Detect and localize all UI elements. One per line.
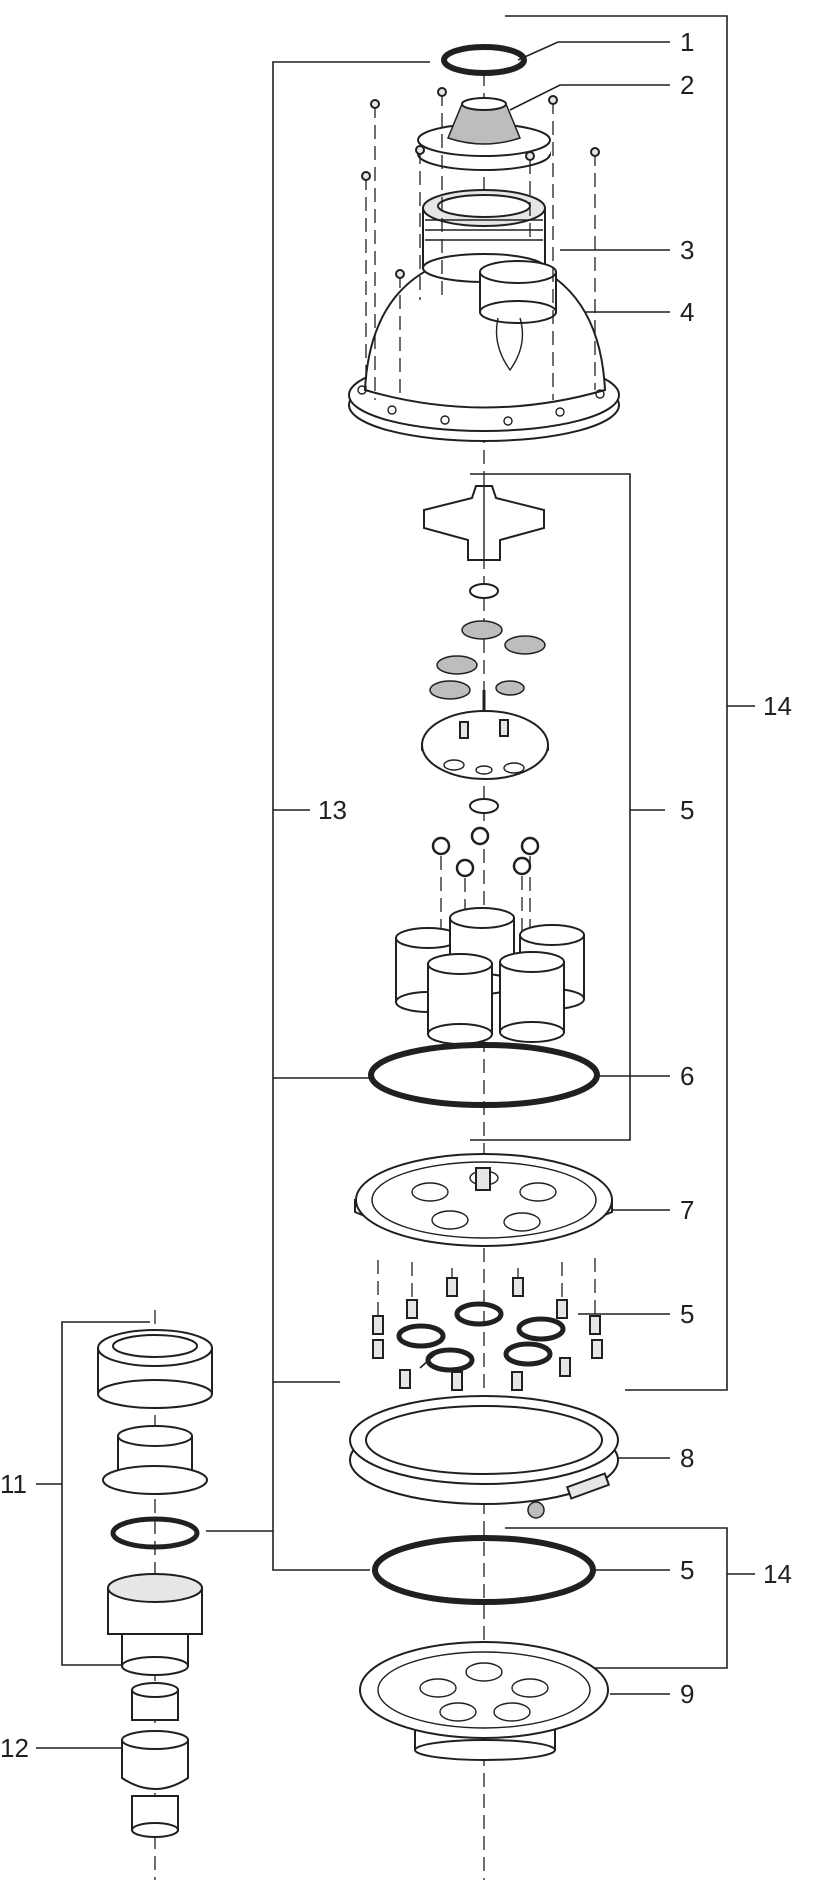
o-ring-top	[441, 44, 527, 76]
callout-1: 1	[680, 27, 694, 57]
callout-12: 12	[0, 1733, 29, 1763]
callout-3: 3	[680, 235, 694, 265]
callout-13: 13	[318, 795, 347, 825]
impeller-rotor	[423, 485, 545, 561]
o-ring-large	[368, 1042, 600, 1108]
clamp-band	[349, 1395, 619, 1519]
callout-5-valve: 5	[680, 795, 694, 825]
valve-body-plate	[354, 1153, 613, 1247]
callout-11: 11	[0, 1469, 27, 1499]
union-assembly	[97, 1329, 213, 1676]
small-o-rings	[431, 826, 540, 960]
callout-5-screws: 5	[680, 1299, 694, 1329]
small-washer	[469, 583, 499, 599]
callout-7: 7	[680, 1195, 694, 1225]
callout-5-oring: 5	[680, 1555, 694, 1585]
strainer-cone	[417, 97, 551, 171]
callout-9: 9	[680, 1679, 694, 1709]
callout-14-lower: 14	[763, 1559, 792, 1589]
callout-6: 6	[680, 1061, 694, 1091]
o-ring-lower	[372, 1535, 596, 1605]
callout-8: 8	[680, 1443, 694, 1473]
dome-screws	[361, 87, 600, 400]
gear-set	[429, 620, 546, 740]
bracket-lines	[36, 15, 755, 1749]
base-plate	[359, 1641, 609, 1761]
check-valve	[121, 1682, 189, 1838]
small-o-rings-lower	[396, 1301, 566, 1373]
callout-4: 4	[680, 297, 694, 327]
callout-2: 2	[680, 70, 694, 100]
gear-carrier-plate	[421, 710, 549, 780]
valve-cartridges	[395, 907, 585, 1045]
dome-lid	[348, 189, 620, 442]
callout-numbers: 1 2 3 4 14 13 5 6 7 5 8 11 5 14 9 12	[0, 27, 792, 1763]
spacer-washer	[469, 798, 499, 814]
callout-14-upper: 14	[763, 691, 792, 721]
